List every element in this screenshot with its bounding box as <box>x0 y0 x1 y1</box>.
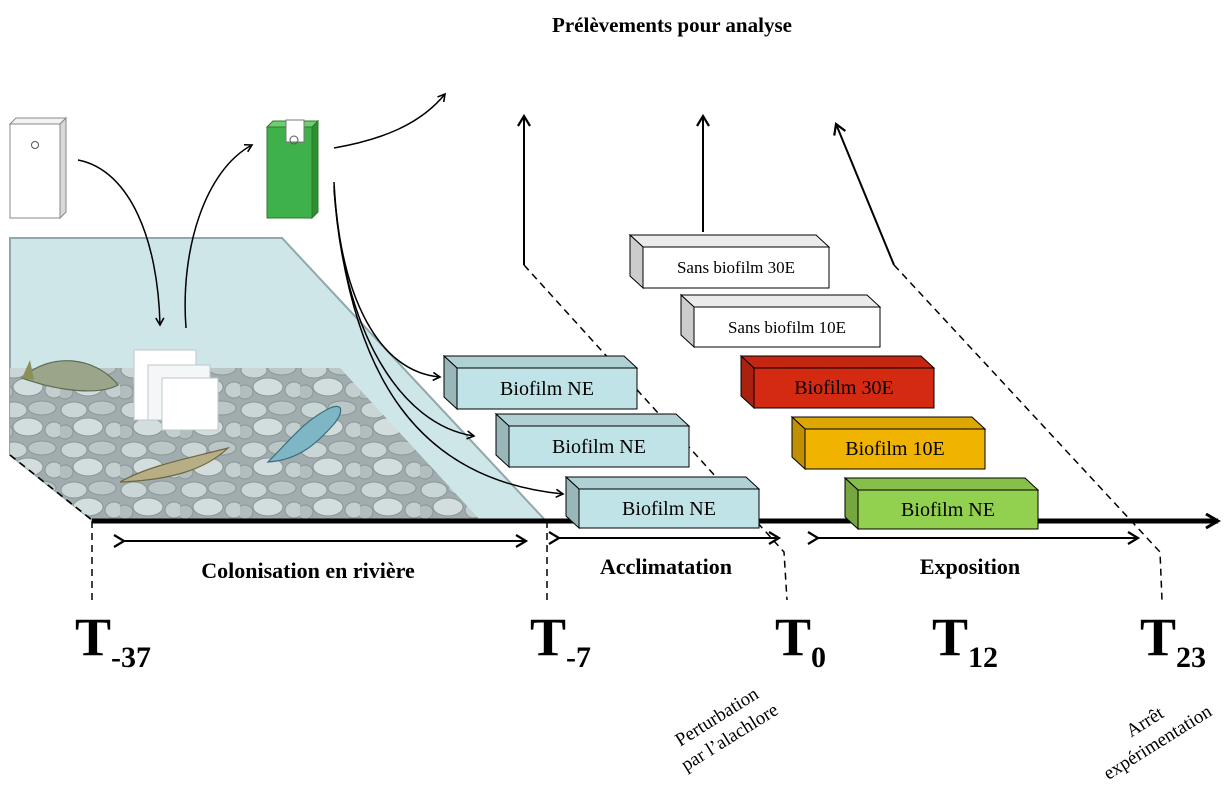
timepoint-main: T <box>1140 607 1176 667</box>
timepoint-label: T12 <box>932 607 998 674</box>
timepoint-subscript: -7 <box>566 641 591 674</box>
exposure-box-top <box>628 234 831 248</box>
exposure-boxes: Sans biofilm 30E Sans biofilm 10E Biofil… <box>628 233 1040 531</box>
arret-annotation: Arrêt expérimentation <box>1100 701 1216 784</box>
acclimation-box: Biofilm NE <box>442 354 639 411</box>
exposure-box: Biofilm 10E <box>790 415 987 471</box>
exposure-box-top <box>843 477 1040 491</box>
svg-text:T-37: T-37 <box>75 607 151 674</box>
timepoint-label: T-7 <box>530 607 591 674</box>
acclimation-box: Biofilm NE <box>564 475 761 530</box>
flow-arrows <box>77 92 565 499</box>
timepoint-main: T <box>75 607 111 667</box>
timepoint-subscript: 0 <box>811 641 826 674</box>
acclimation-box-front <box>508 425 690 468</box>
timepoint-subscript: 23 <box>1176 641 1206 674</box>
acclimation-box-top <box>442 355 639 369</box>
diagram-title: Prélèvements pour analyse <box>552 13 792 37</box>
exposure-box-front <box>804 428 986 470</box>
sampling-lines <box>91 264 1163 601</box>
exposure-box: Sans biofilm 30E <box>628 233 831 290</box>
acclimation-box-front <box>578 488 760 529</box>
period-arrows <box>113 531 1141 548</box>
acclimation-box: Biofilm NE <box>494 412 691 469</box>
svg-text:T23: T23 <box>1140 607 1206 674</box>
timepoint-main: T <box>775 607 811 667</box>
exposure-box-front <box>642 246 830 289</box>
exposure-box: Biofilm 30E <box>739 354 936 410</box>
acclimation-box-label: Biofilm NE <box>500 378 594 400</box>
acclimation-boxes: Biofilm NE Biofilm NE Biofilm NE <box>442 354 761 530</box>
exposure-box-front <box>857 489 1039 530</box>
exposure-box: Sans biofilm 10E <box>679 293 882 349</box>
timepoint-main: T <box>530 607 566 667</box>
eel-fish-icon <box>266 405 342 463</box>
exposure-box-front <box>753 367 935 409</box>
svg-text:T-7: T-7 <box>530 607 591 674</box>
exposure-box-label: Biofilm 10E <box>845 438 944 460</box>
colonisation-substrates-icon <box>133 349 219 431</box>
sampling-arrows <box>517 113 895 266</box>
exposure-box-label: Sans biofilm 10E <box>728 318 846 337</box>
timepoint-label: T23 <box>1140 607 1206 674</box>
perturbation-annotation: Perturbation par l’alachlore <box>672 683 782 776</box>
exposure-box-label: Sans biofilm 30E <box>677 258 795 277</box>
period-colonisation-label: Colonisation en rivière <box>201 558 415 583</box>
exposure-box-top <box>790 416 987 430</box>
timepoint-subscript: 12 <box>968 641 998 674</box>
exposure-box-label: Biofilm 30E <box>794 377 893 399</box>
svg-text:T0: T0 <box>775 607 826 674</box>
acclimation-box-top <box>494 413 691 427</box>
period-exposition-label: Exposition <box>920 554 1020 579</box>
acclimation-box-label: Biofilm NE <box>552 436 646 458</box>
exposure-box-top <box>739 355 936 369</box>
exposure-box-top <box>679 294 882 308</box>
exposure-box-front <box>693 306 881 348</box>
acclimation-box-front <box>456 367 638 410</box>
colonised-sampler-icon <box>265 119 320 220</box>
sturgeon-fish-icon <box>119 446 231 483</box>
svg-text:T12: T12 <box>932 607 998 674</box>
exposure-box: Biofilm NE <box>843 476 1040 531</box>
timepoint-label: T0 <box>775 607 826 674</box>
pike-fish-icon <box>20 360 119 392</box>
acclimation-box-top <box>564 476 761 490</box>
timepoint-label: T-37 <box>75 607 151 674</box>
empty-sampler-icon <box>8 116 68 220</box>
timepoint-main: T <box>932 607 968 667</box>
exposure-box-label: Biofilm NE <box>901 499 995 521</box>
period-acclimatation-label: Acclimatation <box>600 554 732 579</box>
acclimation-box-label: Biofilm NE <box>622 498 716 520</box>
timepoint-subscript: -37 <box>111 641 151 674</box>
